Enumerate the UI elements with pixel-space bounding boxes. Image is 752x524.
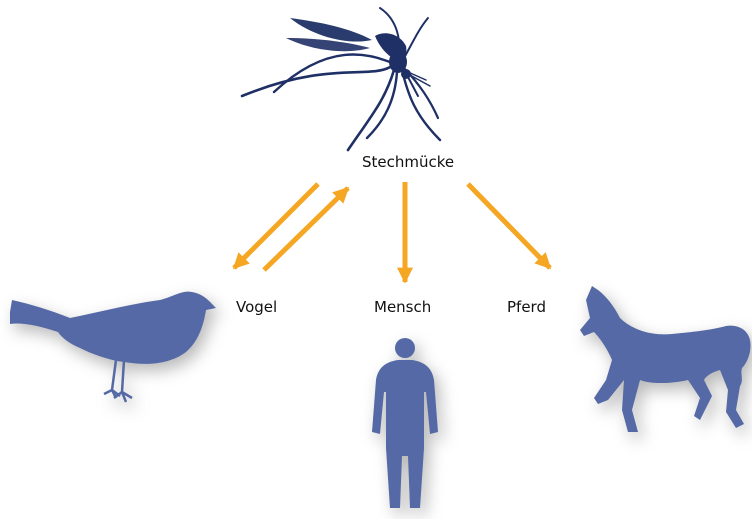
horse-icon (580, 286, 751, 432)
human-icon (372, 338, 438, 508)
arrows (234, 182, 550, 282)
label-mosquito: Stechmücke (362, 153, 454, 171)
mosquito-icon (242, 8, 440, 150)
arrow-bird-to-mosquito (264, 188, 348, 270)
arrow-mosquito-to-horse (468, 184, 550, 268)
label-horse: Pferd (507, 298, 546, 316)
label-bird: Vogel (236, 298, 277, 316)
bird-icon (10, 292, 216, 402)
label-human: Mensch (374, 298, 431, 316)
